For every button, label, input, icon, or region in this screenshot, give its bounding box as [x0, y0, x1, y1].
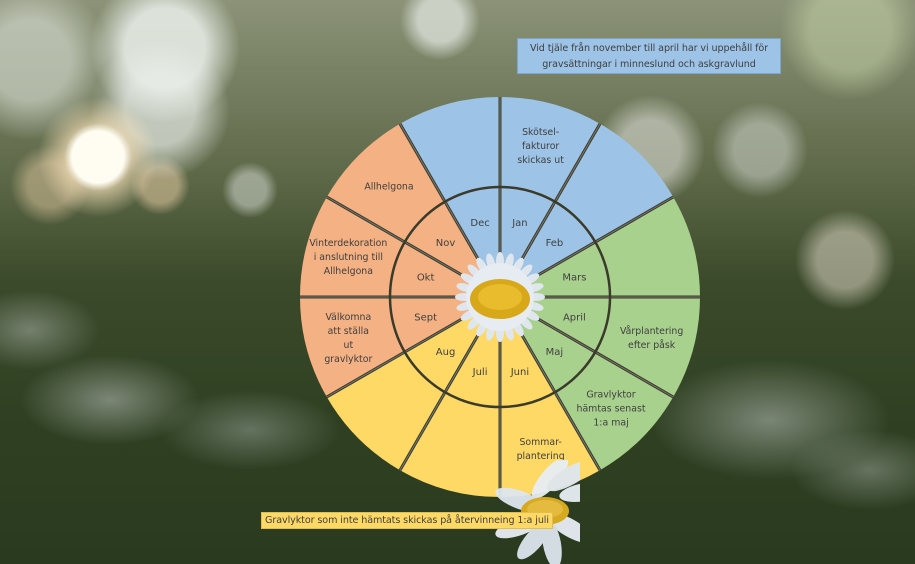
- note-line: Skötsel-: [522, 127, 559, 138]
- month-label-maj: Maj: [546, 347, 564, 358]
- radial-divider-highlight: [516, 326, 601, 471]
- note-line: Vinterdekoration: [309, 238, 387, 249]
- radial-divider: [398, 123, 485, 269]
- radial-divider: [528, 195, 674, 282]
- month-label-dec: Dec: [470, 218, 489, 229]
- month-label-juni: Juni: [510, 367, 529, 378]
- sector-dec: [400, 97, 500, 297]
- sector-okt: [300, 197, 500, 297]
- sector-maj: [500, 297, 674, 471]
- radial-divider-highlight: [326, 196, 471, 281]
- note-jan: Skötsel-fakturor skickas ut: [517, 127, 564, 166]
- sector-juni: [500, 297, 600, 497]
- info-line-2: gravsättningar i minneslund och askgravl…: [542, 59, 756, 70]
- radial-divider: [515, 325, 602, 471]
- note-maj: Gravlyktor hämtas senast 1:a maj: [577, 390, 646, 429]
- sector-april: [500, 297, 700, 397]
- sector-juli: [400, 297, 500, 497]
- note-line: 1:a maj: [593, 418, 628, 429]
- note-line: Allhelgona: [364, 181, 413, 192]
- radial-divider-highlight: [326, 313, 471, 398]
- note-line: Vårplantering: [620, 326, 683, 337]
- tjale-info-box: Vid tjäle från november till april har v…: [517, 38, 781, 74]
- radial-divider-highlight: [529, 313, 674, 398]
- note-line: Gravlyktor: [586, 390, 635, 401]
- note-line: gravlyktor: [324, 354, 372, 365]
- note-april: Vårplantering efter påsk: [620, 326, 683, 351]
- radial-divider-highlight: [516, 123, 601, 268]
- month-label-juli: Juli: [472, 367, 488, 378]
- note-line: att ställa: [328, 326, 369, 337]
- wheel-dividers: [300, 97, 700, 497]
- month-label-april: April: [563, 312, 586, 323]
- sector-feb: [500, 123, 674, 297]
- sector-aug: [326, 297, 500, 471]
- month-label-mars: Mars: [562, 273, 586, 284]
- month-label-feb: Feb: [546, 238, 564, 249]
- month-label-okt: Okt: [417, 273, 435, 284]
- info-line-1: Vid tjäle från november till april har v…: [529, 43, 768, 54]
- radial-divider: [326, 312, 472, 399]
- sector-jan: [500, 97, 600, 297]
- sector-mars: [500, 197, 700, 297]
- sector-nov: [326, 123, 500, 297]
- month-label-aug: Aug: [436, 347, 456, 358]
- sector-sept: [300, 297, 500, 397]
- note-line: skickas ut: [517, 155, 564, 166]
- note-line: hämtas senast: [577, 404, 646, 415]
- note-nov: Allhelgona: [364, 181, 413, 192]
- note-juni: Sommar-plantering: [517, 437, 565, 462]
- radial-divider: [528, 312, 674, 399]
- note-line: efter påsk: [628, 340, 676, 351]
- note-line: fakturor: [522, 141, 559, 152]
- radial-divider-highlight: [399, 123, 484, 268]
- inner-ring: [388, 185, 612, 409]
- month-label-nov: Nov: [436, 238, 456, 249]
- radial-divider: [398, 325, 485, 471]
- daisy-core-highlight: [478, 284, 522, 310]
- note-line: i anslutning till: [314, 252, 383, 263]
- daisy-center-icon: [455, 252, 545, 342]
- month-label-jan: Jan: [511, 218, 527, 229]
- bottom-note-box: Gravlyktor som inte hämtats skickas på å…: [261, 512, 553, 529]
- bottom-note-text: Gravlyktor som inte hämtats skickas på å…: [265, 515, 549, 526]
- radial-divider-highlight: [529, 196, 674, 281]
- radial-divider-highlight: [399, 326, 484, 471]
- note-line: Välkomna: [326, 312, 372, 323]
- note-line: Sommar-: [519, 437, 561, 448]
- radial-divider: [326, 195, 472, 282]
- radial-divider: [515, 123, 602, 269]
- month-sectors: [300, 97, 700, 497]
- month-label-sept: Sept: [414, 312, 437, 323]
- note-sept: Välkomna att ställa ut gravlyktor: [324, 312, 372, 365]
- note-line: ut: [344, 340, 354, 351]
- note-line: Allhelgona: [324, 266, 373, 277]
- note-line: plantering: [517, 451, 565, 462]
